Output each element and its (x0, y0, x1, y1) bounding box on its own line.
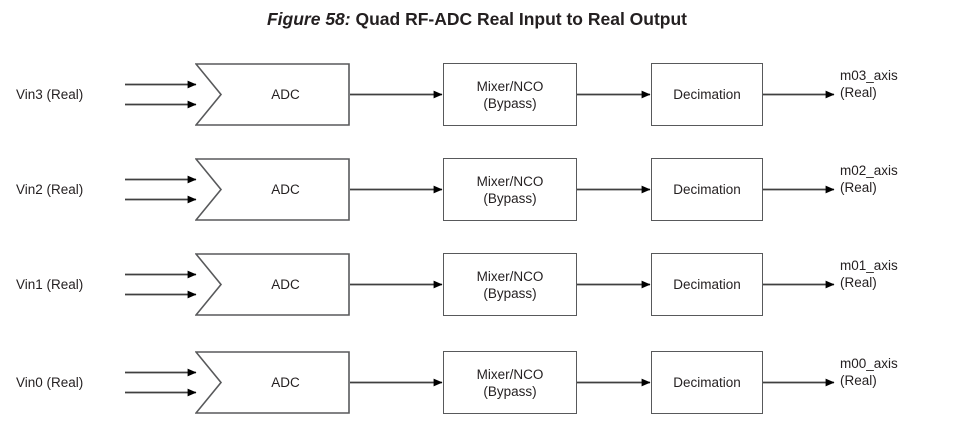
output-label-name: m01_axis (840, 258, 898, 273)
adc-chain-row: Vin3 (Real) ADC Mixer/NCO (Bypass) Decim… (0, 50, 954, 146)
input-label-text: Vin3 (Real) (16, 87, 84, 102)
adc-block-shape (195, 63, 350, 126)
input-label: Vin3 (Real) (16, 86, 120, 103)
output-label: m00_axis (Real) (840, 355, 950, 389)
decimation-block: Decimation (651, 63, 763, 126)
adc-chain-row: Vin0 (Real) ADC Mixer/NCO (Bypass) Decim… (0, 338, 954, 434)
adc-label-text: ADC (271, 87, 300, 102)
input-label-text: Vin1 (Real) (16, 277, 84, 292)
input-label: Vin1 (Real) (16, 276, 120, 293)
adc-label-text: ADC (271, 375, 300, 390)
mixer-nco-block: Mixer/NCO (Bypass) (443, 253, 577, 316)
decimation-block: Decimation (651, 351, 763, 414)
adc-block-label: ADC (195, 158, 350, 221)
decimation-label: Decimation (673, 87, 741, 102)
output-label-type: (Real) (840, 275, 877, 290)
input-label: Vin2 (Real) (16, 181, 120, 198)
figure-title: Figure 58: Quad RF-ADC Real Input to Rea… (0, 8, 954, 30)
mixer-nco-label: Mixer/NCO (476, 173, 544, 189)
mixer-nco-block: Mixer/NCO (Bypass) (443, 158, 577, 221)
adc-block-label: ADC (195, 63, 350, 126)
adc-chain-row: Vin2 (Real) ADC Mixer/NCO (Bypass) Decim… (0, 145, 954, 241)
adc-block-label: ADC (195, 253, 350, 316)
decimation-label: Decimation (673, 277, 741, 292)
output-label-type: (Real) (840, 373, 877, 388)
adc-chain-row: Vin1 (Real) ADC Mixer/NCO (Bypass) Decim… (0, 240, 954, 336)
figure-caption: Quad RF-ADC Real Input to Real Output (355, 9, 688, 29)
mixer-nco-block: Mixer/NCO (Bypass) (443, 63, 577, 126)
adc-block-shape (195, 158, 350, 221)
mixer-bypass-label: (Bypass) (483, 285, 537, 301)
mixer-nco-label: Mixer/NCO (476, 366, 544, 382)
output-label: m02_axis (Real) (840, 162, 950, 196)
mixer-bypass-label: (Bypass) (483, 190, 537, 206)
output-label-type: (Real) (840, 180, 877, 195)
figure-number: Figure 58: (266, 9, 351, 29)
input-label-text: Vin0 (Real) (16, 375, 84, 390)
output-label-type: (Real) (840, 85, 877, 100)
mixer-nco-block: Mixer/NCO (Bypass) (443, 351, 577, 414)
output-label: m01_axis (Real) (840, 257, 950, 291)
decimation-label: Decimation (673, 375, 741, 390)
adc-label-text: ADC (271, 277, 300, 292)
decimation-label: Decimation (673, 182, 741, 197)
decimation-block: Decimation (651, 253, 763, 316)
input-label: Vin0 (Real) (16, 374, 120, 391)
adc-block-shape (195, 253, 350, 316)
output-label-name: m03_axis (840, 68, 898, 83)
output-label: m03_axis (Real) (840, 67, 950, 101)
output-label-name: m02_axis (840, 163, 898, 178)
mixer-bypass-label: (Bypass) (483, 95, 537, 111)
mixer-nco-label: Mixer/NCO (476, 78, 544, 94)
decimation-block: Decimation (651, 158, 763, 221)
adc-block-shape (195, 351, 350, 414)
mixer-nco-label: Mixer/NCO (476, 268, 544, 284)
mixer-bypass-label: (Bypass) (483, 383, 537, 399)
output-label-name: m00_axis (840, 356, 898, 371)
adc-label-text: ADC (271, 182, 300, 197)
adc-block-label: ADC (195, 351, 350, 414)
input-label-text: Vin2 (Real) (16, 182, 84, 197)
